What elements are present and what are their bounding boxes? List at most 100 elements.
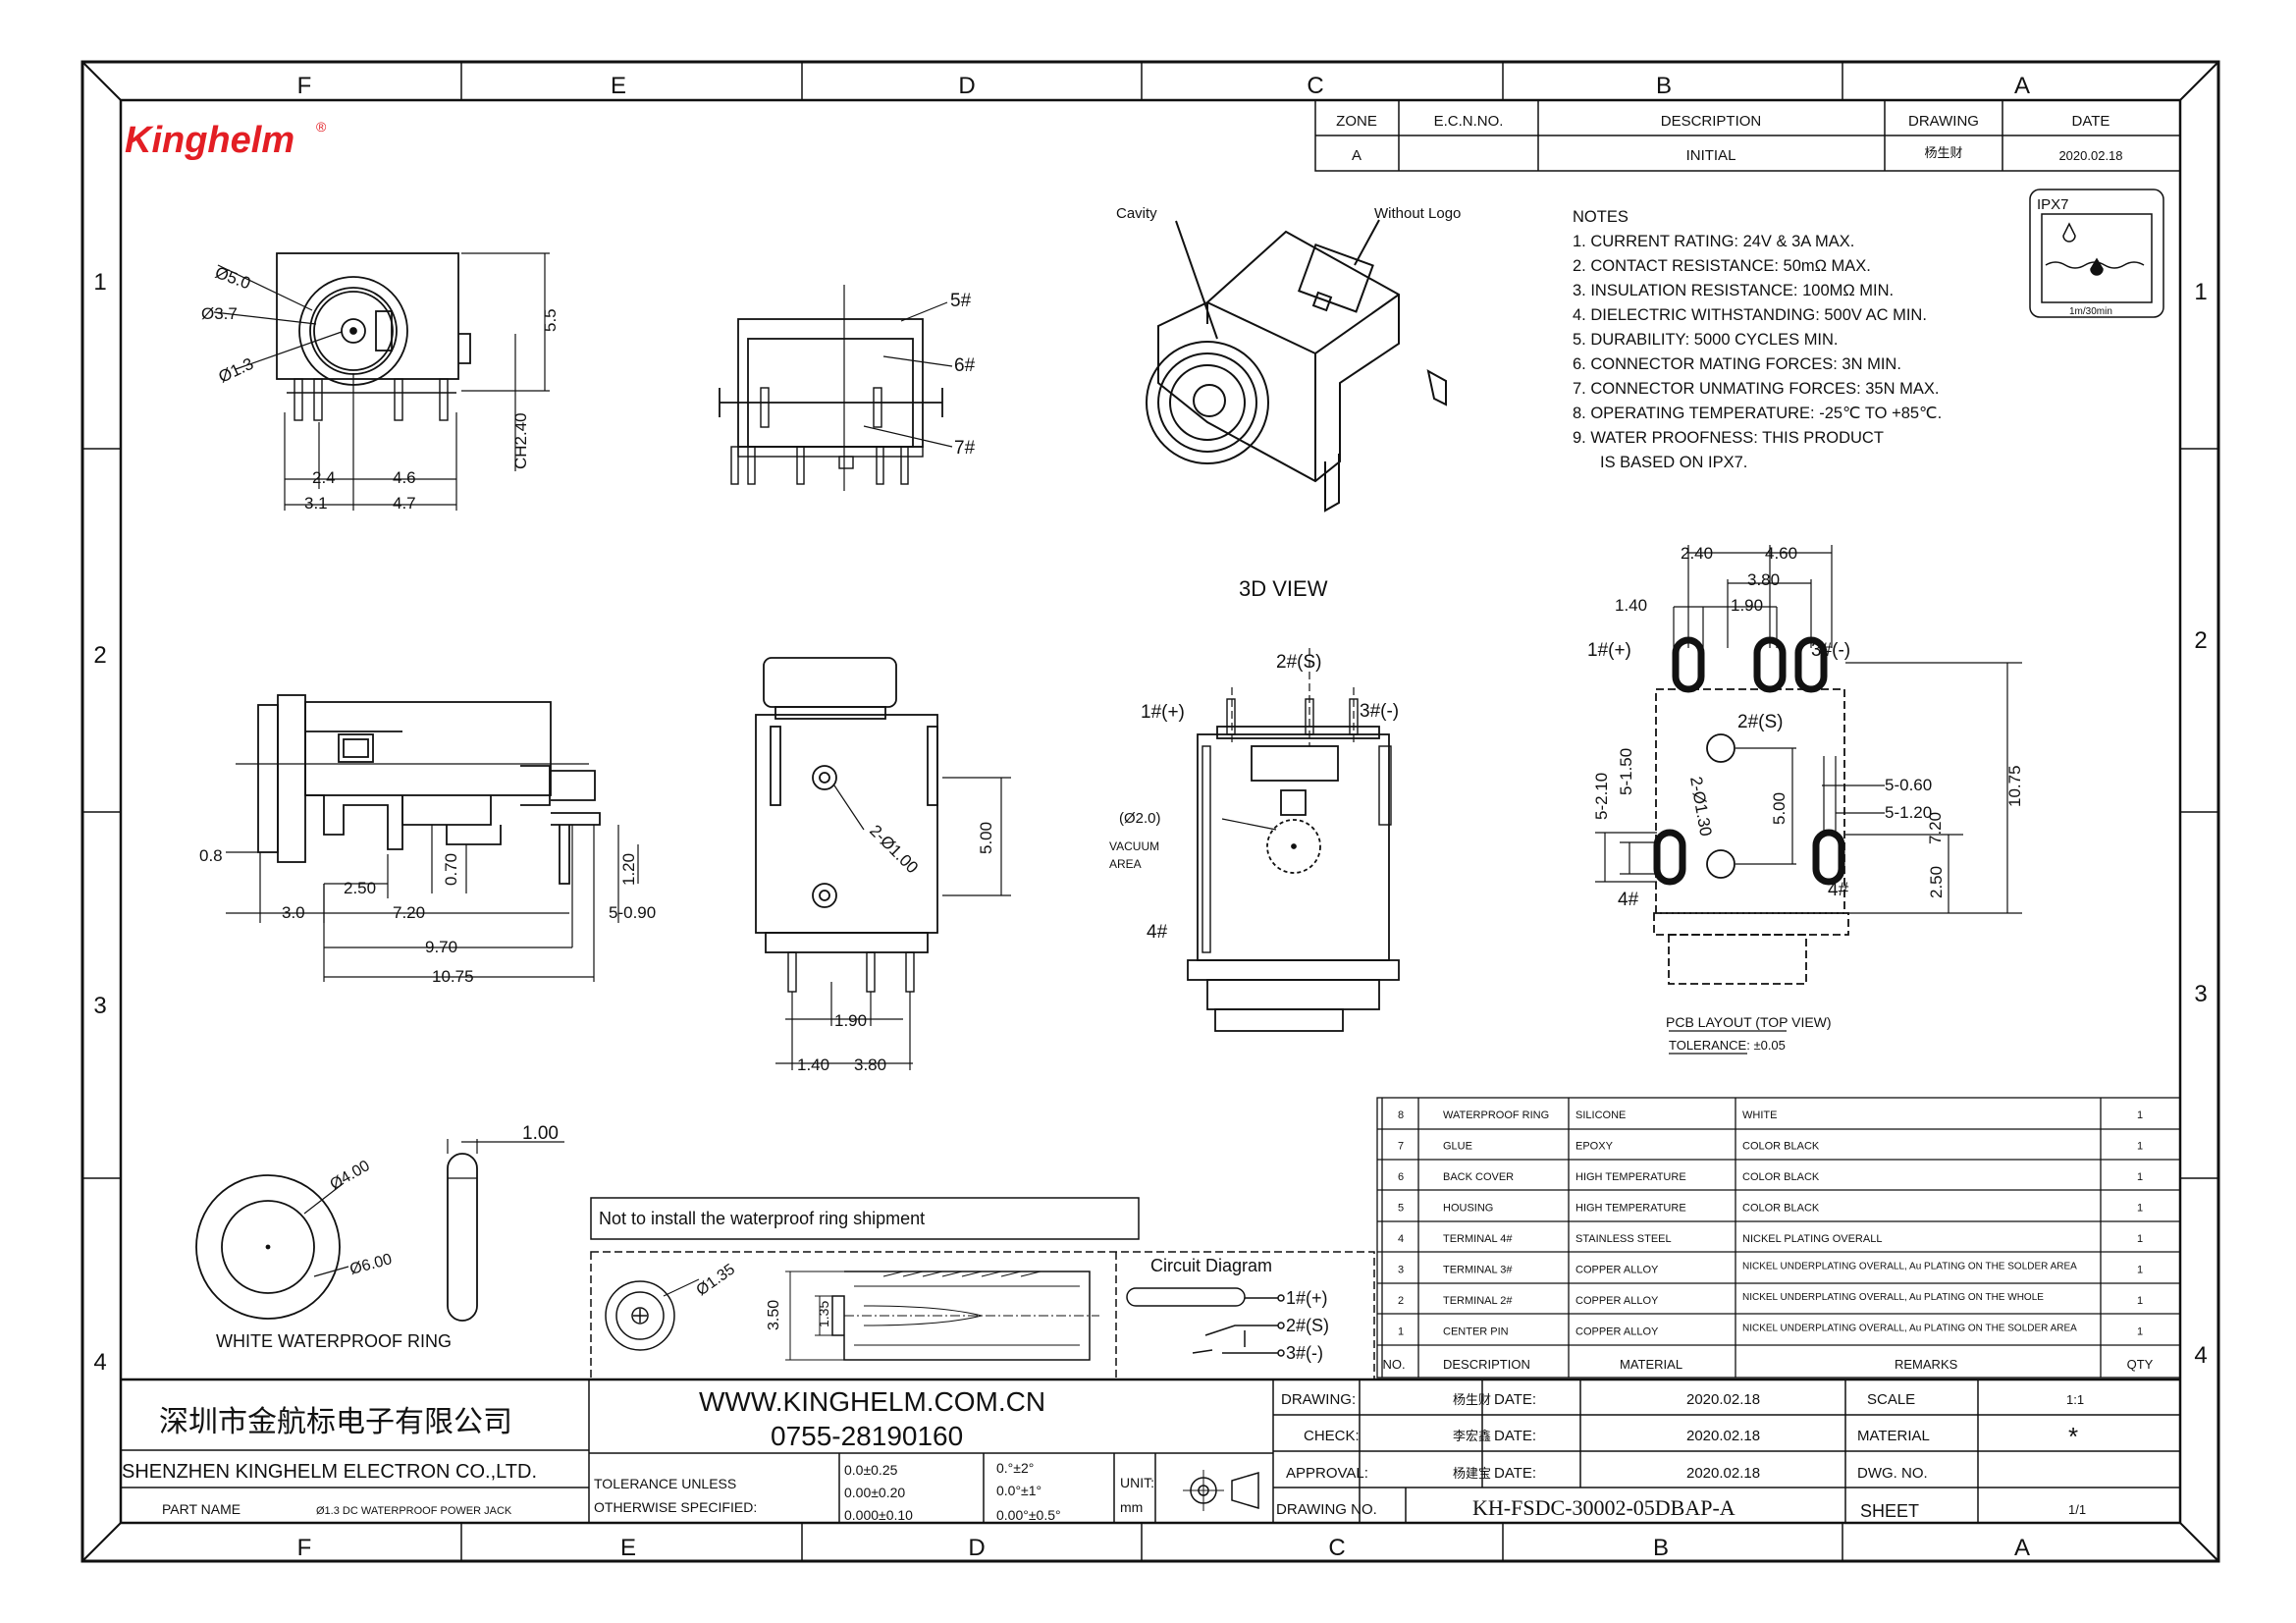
dim-s720: 7.20 — [393, 903, 425, 922]
callout-6: 6# — [954, 355, 976, 376]
dim-w31: 3.1 — [304, 494, 328, 513]
bom-cell-r7-c5: 1 — [2137, 1295, 2143, 1307]
logo-text: Kinghelm — [125, 120, 294, 161]
bom-cell-r5-c2: TERMINAL 4# — [1443, 1233, 1513, 1245]
dim-w24: 2.4 — [312, 468, 336, 487]
dim-p720: 7.20 — [1926, 812, 1945, 844]
tol-1: 0.0±0.25 — [844, 1462, 898, 1478]
dim-p240: 2.40 — [1681, 544, 1713, 563]
bom-cell-r2-c4: COLOR BLACK — [1742, 1141, 1820, 1153]
dim-ch240: CH2.40 — [511, 412, 530, 469]
part-label: PART NAME — [162, 1501, 240, 1517]
dim-d13: Ø1.3 — [216, 354, 256, 387]
bom-cell-r7-c1: 2 — [1398, 1295, 1404, 1307]
zone-bottom-e: E — [620, 1535, 636, 1561]
bom-cell-r3-c5: 1 — [2137, 1171, 2143, 1183]
bom-cell-r5-c1: 4 — [1398, 1233, 1404, 1245]
bom-cell-r8-c1: 1 — [1398, 1326, 1404, 1338]
label-vacuum: VACUUM — [1109, 839, 1159, 853]
rev-drawer: 杨生财 — [1924, 146, 1962, 161]
dim-p140: 1.40 — [1615, 596, 1647, 615]
dim-f2d100: 2-Ø1.00 — [866, 821, 922, 877]
label-circuit: Circuit Diagram — [1150, 1256, 1272, 1275]
zone-bottom-b: B — [1653, 1535, 1669, 1561]
bom-cell-r5-c4: NICKEL PLATING OVERALL — [1742, 1233, 1882, 1245]
row-right-3: 3 — [2194, 981, 2207, 1007]
bom-cell-r4-c3: HIGH TEMPERATURE — [1575, 1203, 1686, 1215]
bom-cell-r5-c3: STAINLESS STEEL — [1575, 1233, 1672, 1245]
dim-x135: Ø1.35 — [694, 1261, 739, 1299]
date-2: 2020.02.18 — [1686, 1428, 1760, 1444]
dim-s590: 5-0.90 — [609, 903, 656, 922]
company-en: SHENZHEN KINGHELM ELECTRON CO.,LTD. — [122, 1461, 537, 1483]
dim-s970: 9.70 — [425, 938, 457, 956]
dim-s1075: 10.75 — [432, 967, 474, 986]
circuit-pin2: 2#(S) — [1286, 1316, 1329, 1335]
bom-header-3: MATERIAL — [1620, 1357, 1682, 1372]
rev-date: 2020.02.18 — [2058, 148, 2122, 163]
dim-r400: Ø4.00 — [328, 1158, 373, 1194]
dim-f190: 1.90 — [834, 1011, 867, 1030]
zone-bottom-c: C — [1328, 1535, 1345, 1561]
bom-cell-r4-c5: 1 — [2137, 1203, 2143, 1215]
logo-reg: ® — [316, 119, 327, 135]
material-label: MATERIAL — [1857, 1428, 1930, 1444]
label-no-ring: Not to install the waterproof ring shipm… — [599, 1209, 925, 1228]
phone: 0755-28190160 — [771, 1421, 963, 1451]
bom-cell-r3-c2: BACK COVER — [1443, 1171, 1514, 1183]
dim-r600: Ø6.00 — [348, 1251, 395, 1278]
dim-d37: Ø3.7 — [201, 304, 238, 323]
note-3: 3. INSULATION RESISTANCE: 100MΩ MIN. — [1573, 282, 1894, 299]
zone-top-b: B — [1656, 73, 1672, 99]
dim-p060: 5-0.60 — [1885, 776, 1932, 794]
tol-label1: TOLERANCE UNLESS — [594, 1476, 736, 1491]
dim-s070: 0.70 — [442, 853, 460, 886]
row-left-2: 2 — [93, 642, 106, 669]
unit-value: mm — [1120, 1499, 1143, 1515]
note-1: 1. CURRENT RATING: 24V & 3A MAX. — [1573, 233, 1854, 250]
bom-cell-r8-c3: COPPER ALLOY — [1575, 1326, 1659, 1338]
pcb-tolerance: TOLERANCE: ±0.05 — [1669, 1038, 1786, 1053]
label-phi2: (Ø2.0) — [1119, 810, 1161, 827]
dim-r100: 1.00 — [522, 1123, 559, 1144]
bom-cell-r6-c5: 1 — [2137, 1265, 2143, 1276]
bom-header-5: QTY — [2127, 1357, 2154, 1372]
company-cn: 深圳市金航标电子有限公司 — [159, 1405, 512, 1439]
bom-cell-r3-c1: 6 — [1398, 1171, 1404, 1183]
bom-cell-r2-c3: EPOXY — [1575, 1141, 1614, 1153]
tol-2: 0.00±0.20 — [844, 1485, 905, 1500]
date-label-3: DATE: — [1494, 1465, 1536, 1482]
date-label-2: DATE: — [1494, 1428, 1536, 1444]
rev-zone: A — [1352, 147, 1362, 164]
dim-s120: 1.20 — [619, 853, 638, 886]
bom-cell-r3-c4: COLOR BLACK — [1742, 1171, 1820, 1183]
scale-value: 1:1 — [2066, 1392, 2084, 1407]
note-7: 7. CONNECTOR UNMATING FORCES: 35N MAX. — [1573, 380, 1939, 398]
zone-bottom-a: A — [2014, 1535, 2030, 1561]
material-value: * — [2068, 1422, 2078, 1451]
dim-p380: 3.80 — [1747, 570, 1780, 589]
dim-f380: 3.80 — [854, 1055, 886, 1074]
bom-cell-r2-c2: GLUE — [1443, 1141, 1472, 1153]
date-1: 2020.02.18 — [1686, 1391, 1760, 1408]
bom-cell-r1-c3: SILICONE — [1575, 1109, 1626, 1121]
circuit-pin1: 1#(+) — [1286, 1288, 1328, 1308]
zone-top-a: A — [2014, 73, 2030, 99]
label-ring: WHITE WATERPROOF RING — [216, 1331, 452, 1351]
zone-bottom-f: F — [297, 1535, 312, 1561]
drawing-no-label: DRAWING NO. — [1276, 1501, 1377, 1518]
dim-x135b: 1.35 — [816, 1301, 831, 1327]
dim-p5120: 5-1.20 — [1885, 803, 1932, 822]
note-9: 9. WATER PROOFNESS: THIS PRODUCT — [1573, 429, 1884, 447]
check-label: CHECK: — [1304, 1428, 1360, 1444]
pin-1-label: 1#(+) — [1141, 702, 1185, 723]
website: WWW.KINGHELM.COM.CN — [699, 1386, 1045, 1417]
part-name: Ø1.3 DC WATERPROOF POWER JACK — [316, 1505, 512, 1517]
zone-top-d: D — [958, 73, 975, 99]
rev-desc: INITIAL — [1686, 147, 1736, 164]
kinghelm-logo: Kinghelm ® — [125, 119, 327, 161]
checker: 李宏鑫 — [1453, 1429, 1491, 1444]
ang-3: 0.00°±0.5° — [996, 1507, 1061, 1523]
date-label-1: DATE: — [1494, 1391, 1536, 1408]
